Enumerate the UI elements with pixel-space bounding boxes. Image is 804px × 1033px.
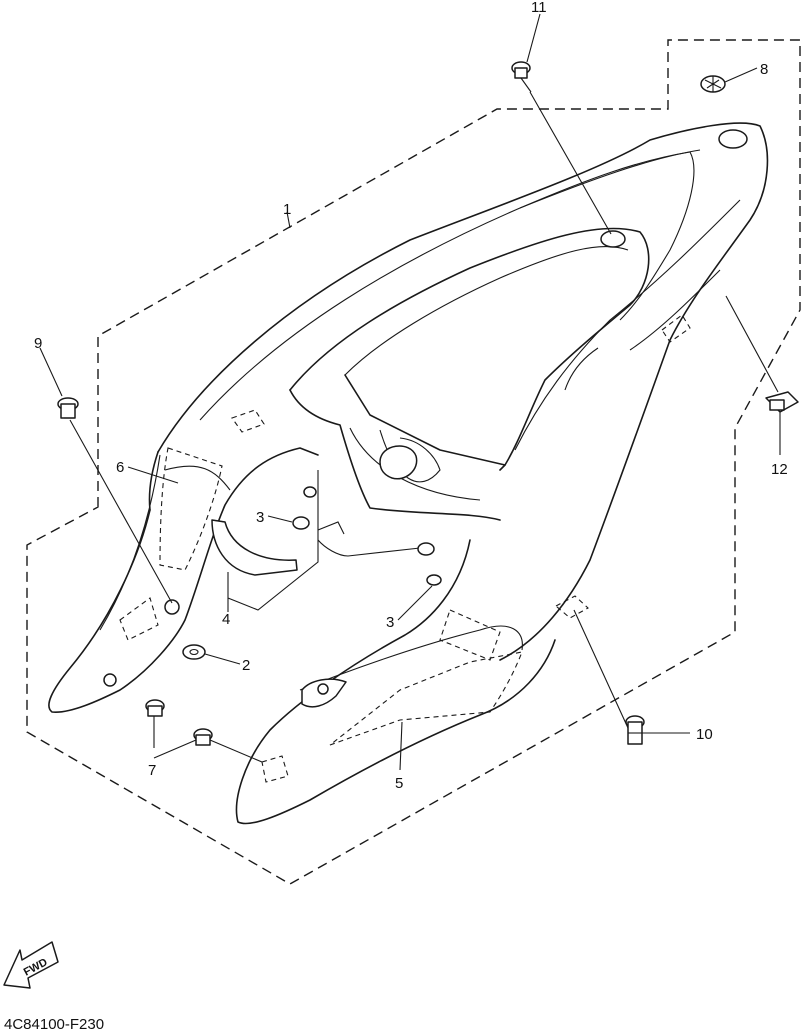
diagram-part-code: 4C84100-F230 (4, 1016, 105, 1033)
rivet-part-10 (625, 715, 645, 745)
leader-line-10 (573, 609, 690, 734)
callout-12: 12 (771, 461, 788, 478)
leader-line-6 (127, 466, 179, 484)
callout-3-upper: 3 (256, 509, 264, 526)
callout-11: 11 (531, 0, 547, 16)
callout-10: 10 (696, 726, 713, 743)
leader-line-12 (725, 295, 781, 455)
mount-hole-front (600, 230, 626, 248)
clip-nut-part-12 (765, 391, 799, 413)
rivets-part-7 (145, 699, 213, 746)
grommet-strip-part-4 (211, 470, 421, 611)
right-side-panel-part-5 (235, 539, 556, 825)
washer-part-2 (182, 644, 206, 660)
leader-line-8 (724, 67, 758, 83)
callout-5: 5 (395, 775, 403, 792)
callout-4: 4 (222, 611, 230, 628)
rivet-part-9 (57, 397, 79, 419)
callout-1: 1 (283, 201, 291, 218)
screw-part-11 (511, 61, 532, 93)
leader-line-3b (397, 585, 433, 621)
callout-7: 7 (148, 762, 156, 779)
left-side-panel-part-6 (48, 447, 319, 713)
assembly-group-boundary (26, 39, 801, 885)
leader-line-3a (267, 515, 293, 523)
callout-2: 2 (242, 657, 250, 674)
nut-part-8 (700, 75, 726, 93)
grommets-part-3 (292, 486, 442, 586)
callout-9: 9 (34, 335, 42, 352)
callout-6: 6 (116, 459, 124, 476)
leader-line-7 (153, 716, 263, 763)
rear-cowling-part-1 (148, 122, 769, 661)
callout-8: 8 (760, 61, 768, 78)
leader-line-9 (39, 347, 173, 604)
leader-line-11 (526, 13, 612, 235)
forward-direction-arrow: FWD (3, 941, 59, 989)
callout-3-lower: 3 (386, 614, 394, 631)
leader-line-5 (399, 721, 403, 771)
leader-line-1 (286, 211, 291, 229)
mount-hole-rear (718, 129, 748, 149)
leader-line-2 (204, 653, 241, 665)
tail-light-opening (379, 445, 418, 480)
